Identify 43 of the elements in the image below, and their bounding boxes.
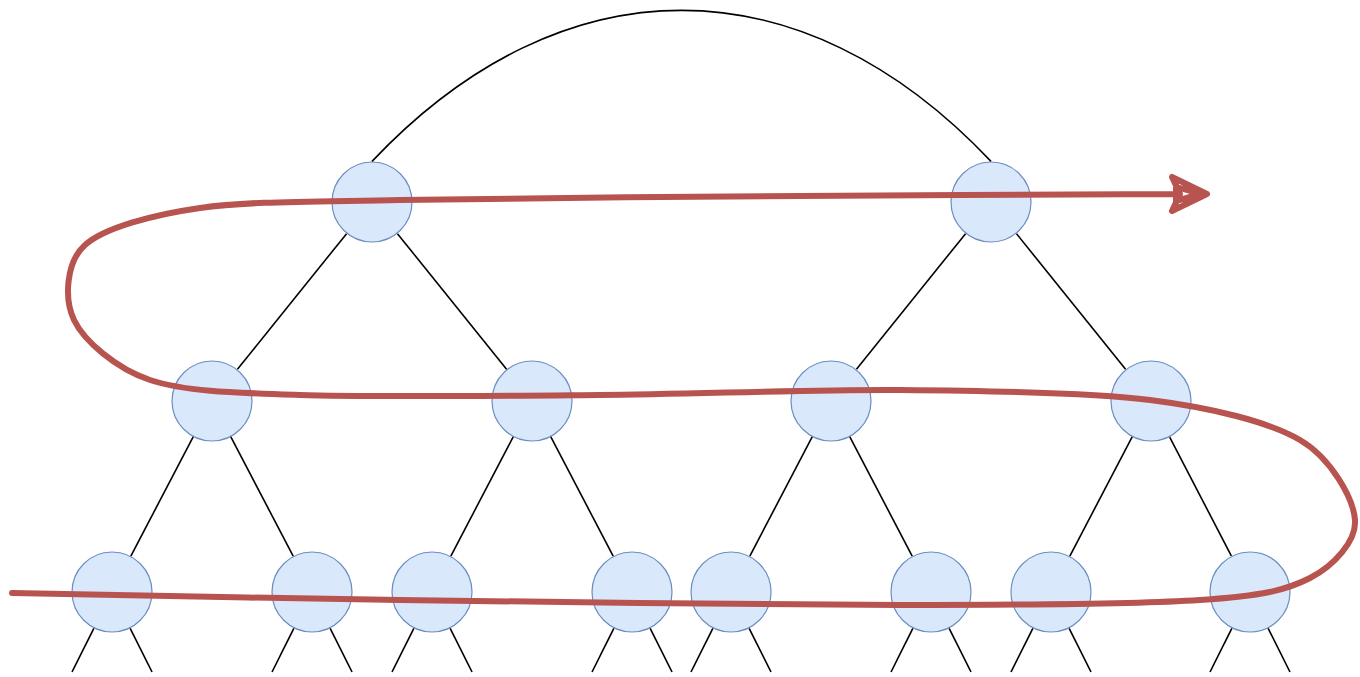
tree-line <box>550 436 614 557</box>
stub-line <box>129 627 153 673</box>
circle-node <box>271 551 353 633</box>
circle-node <box>591 551 673 633</box>
circle-node <box>690 551 772 633</box>
circle-node <box>331 161 413 243</box>
tree-line <box>450 436 514 557</box>
stub-line <box>329 627 353 673</box>
stub-line <box>271 627 295 673</box>
circle-node <box>491 360 573 442</box>
stub-line <box>1267 627 1291 673</box>
arc-line <box>371 9 992 163</box>
stub-line <box>1209 627 1233 673</box>
tree-line <box>1015 232 1127 371</box>
stub-line <box>391 627 415 673</box>
stub-line <box>71 627 95 673</box>
stub-line <box>690 627 714 673</box>
circle-node <box>71 551 153 633</box>
stub-line <box>1068 627 1092 673</box>
stub-line <box>948 627 972 673</box>
stub-line <box>449 627 473 673</box>
circle-node <box>1110 360 1192 442</box>
tree-line <box>749 436 813 557</box>
stub-line <box>748 627 772 673</box>
tree-line <box>130 436 194 557</box>
stub-line <box>1010 627 1034 673</box>
tree-line <box>1069 436 1133 557</box>
stub-line <box>890 627 914 673</box>
tree-line <box>396 232 508 371</box>
tree-line <box>1168 436 1233 557</box>
circle-node <box>950 161 1032 243</box>
circle-node <box>1209 551 1291 633</box>
circle-node <box>790 360 872 442</box>
tree-line <box>849 436 913 557</box>
circle-node <box>171 360 253 442</box>
stub-line <box>591 627 615 673</box>
tree-line <box>230 436 294 557</box>
tree-line <box>236 232 348 371</box>
circle-node <box>1010 551 1092 633</box>
circle-node <box>890 551 972 633</box>
stub-line <box>649 627 673 673</box>
tree-line <box>855 232 967 371</box>
circle-node <box>391 551 473 633</box>
